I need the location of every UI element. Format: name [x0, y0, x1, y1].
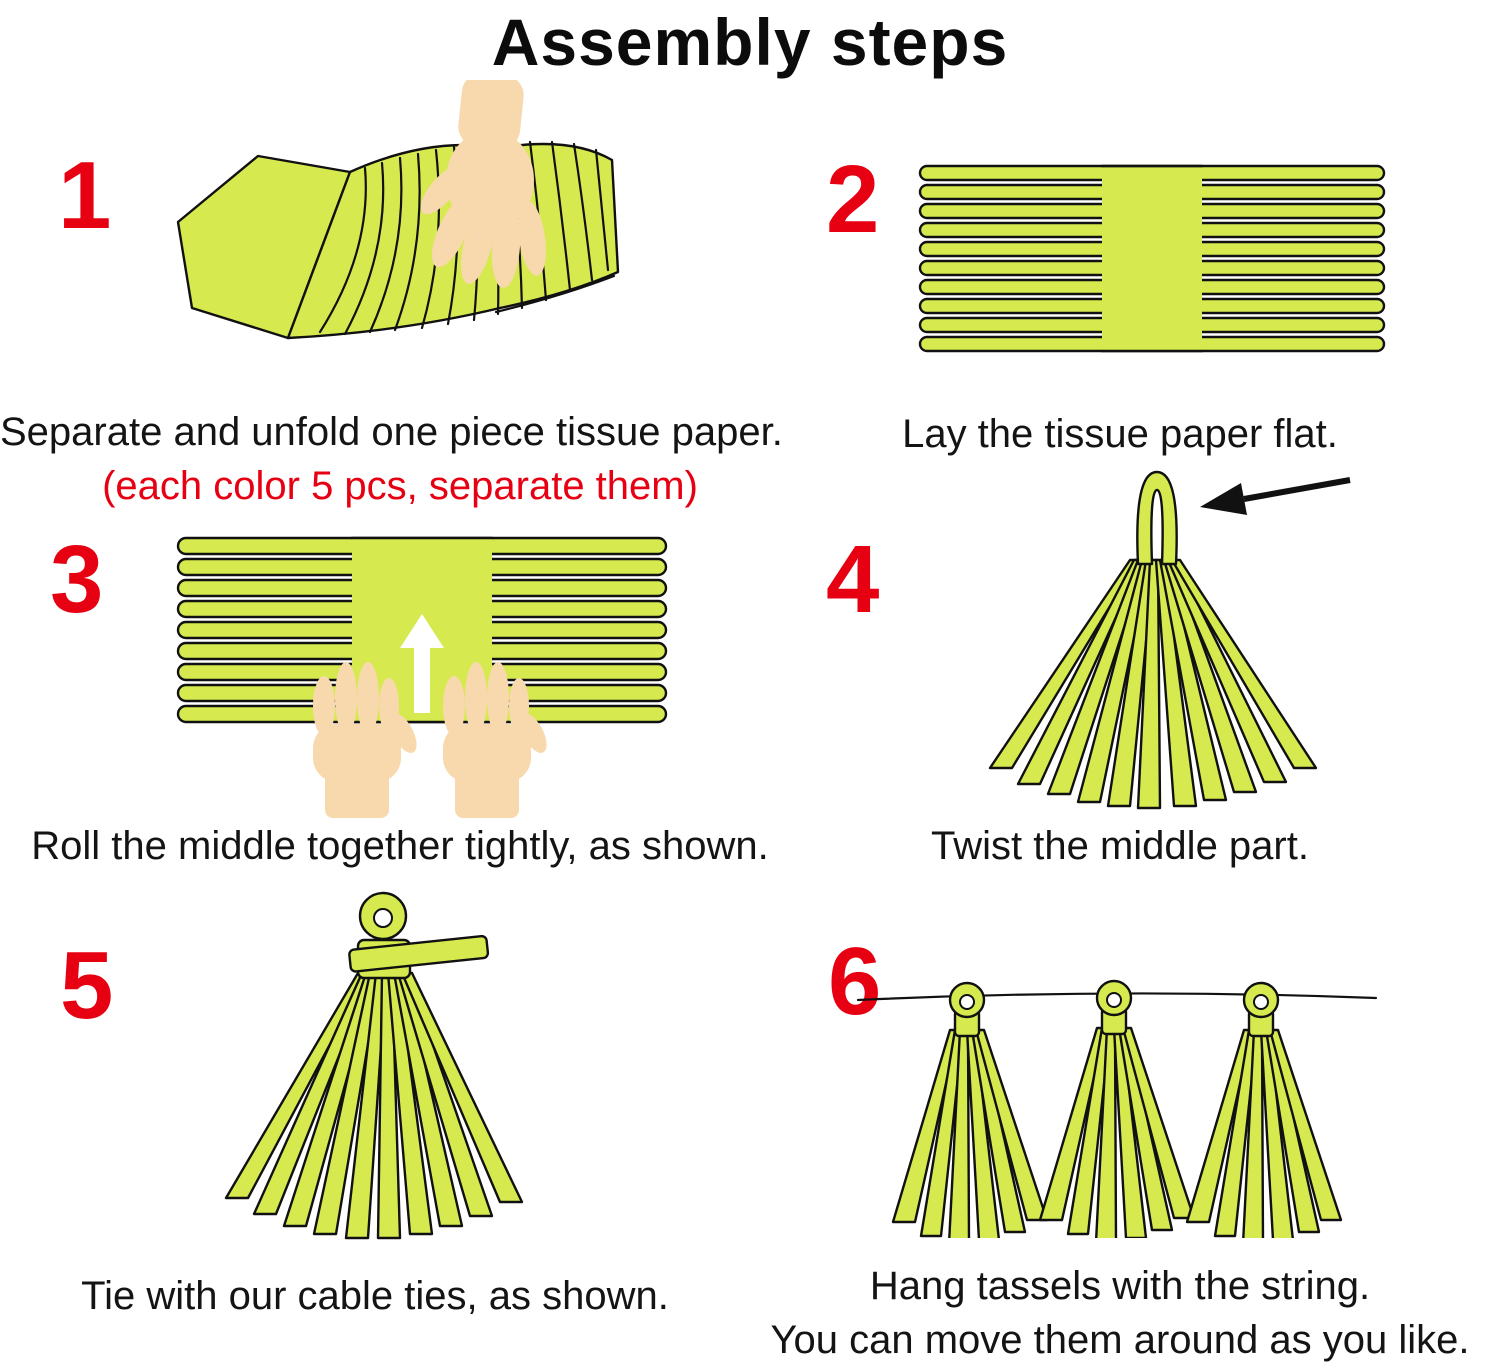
page-title: Assembly steps: [491, 5, 1009, 79]
step6-caption-line1: Hang tassels with the string.: [869, 1264, 1371, 1308]
tassel-3: [1185, 981, 1343, 1238]
step3-illustration: [176, 536, 668, 818]
left-arrow-icon: [1200, 477, 1351, 515]
step-number-5: 5: [60, 932, 114, 1039]
step2-caption: Lay the tissue paper flat.: [902, 412, 1338, 456]
step-number-1: 1: [58, 142, 112, 249]
tissue-sheet: [176, 140, 620, 340]
step1-caption: Separate and unfold one piece tissue pap…: [0, 410, 783, 454]
hand-icon: [420, 80, 546, 288]
step1-note: (each color 5 pcs, separate them): [102, 464, 698, 508]
step4-caption: Twist the middle part.: [931, 824, 1309, 868]
step6-caption-line2: You can move them around as you like.: [770, 1318, 1470, 1362]
up-arrow-icon: [400, 614, 444, 713]
tassel: [988, 470, 1318, 810]
step-number-2: 2: [826, 146, 880, 253]
step-number-6: 6: [828, 928, 882, 1035]
tissue-paper-flat: [918, 164, 1386, 353]
twisted-loop: [1136, 470, 1178, 566]
step3-caption: Roll the middle together tightly, as sho…: [31, 824, 769, 868]
step5-caption: Tie with our cable ties, as shown.: [81, 1274, 669, 1318]
loop-ring: [358, 891, 408, 941]
step4-illustration: [988, 470, 1351, 810]
cable-tie: [348, 934, 490, 973]
tassel-1: [891, 981, 1049, 1238]
tassel-2: [1038, 979, 1196, 1238]
step2-illustration: [918, 164, 1386, 353]
step5-illustration: [224, 891, 524, 1240]
step6-illustration: [856, 979, 1378, 1238]
tassel: [224, 938, 524, 1240]
step-number-3: 3: [50, 526, 104, 633]
step-number-4: 4: [826, 526, 880, 633]
step1-illustration: [176, 80, 620, 340]
